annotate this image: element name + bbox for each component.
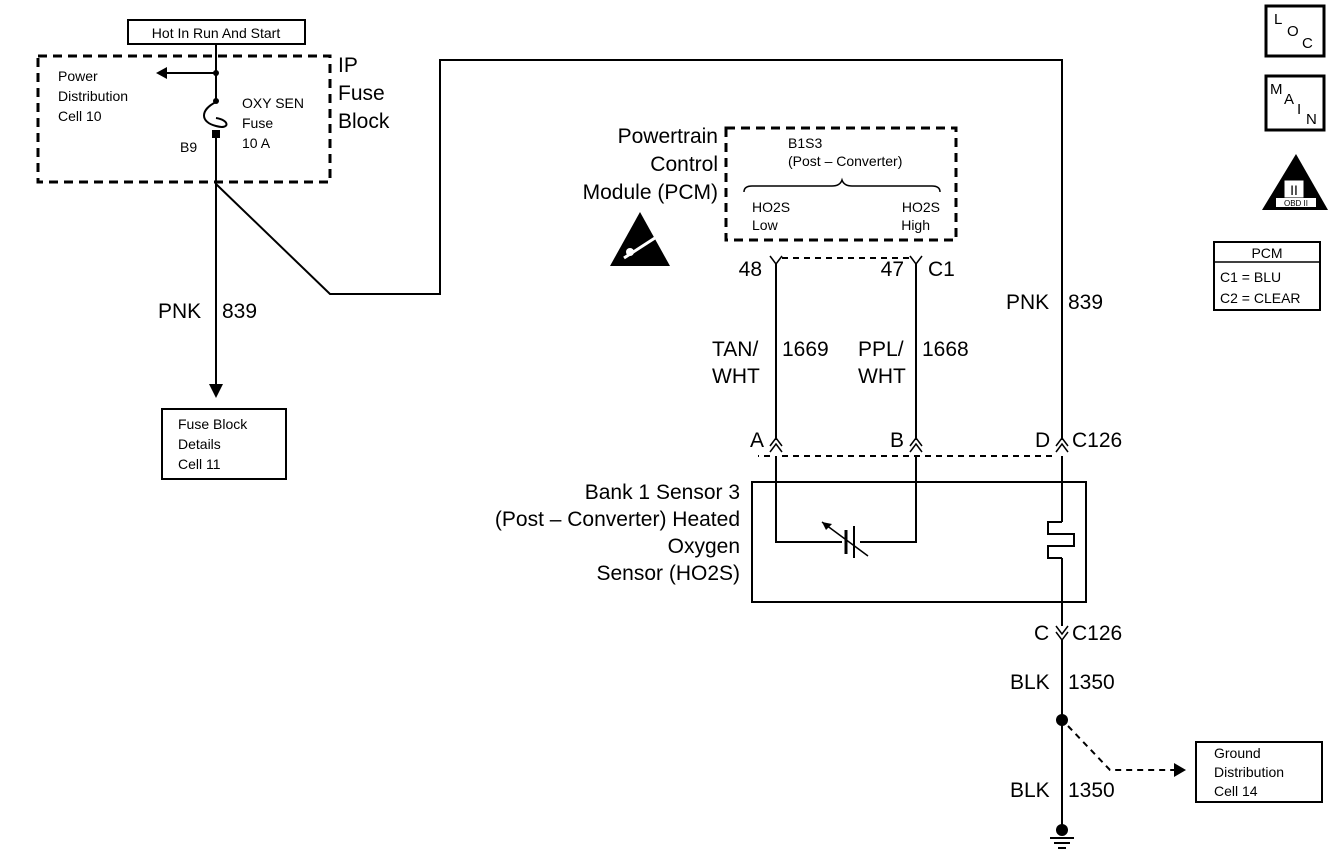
ground-icon [1050, 824, 1074, 849]
pin-47-label: 47 [881, 258, 904, 281]
esd-warning-icon [610, 212, 670, 266]
circuit-1350-label-2: 1350 [1068, 779, 1115, 802]
c126-bottom-connector [1055, 625, 1069, 642]
circuit-839-left-label: 839 [222, 300, 257, 323]
main-icon[interactable]: M A I N [1264, 74, 1326, 132]
blk-label-2: BLK [1010, 779, 1050, 802]
svg-text:Module (PCM): Module (PCM) [583, 181, 718, 204]
svg-text:Ground: Ground [1214, 745, 1261, 761]
svg-text:HO2S: HO2S [752, 199, 790, 215]
fuse-block-details-box: Fuse Block Details Cell 11 [161, 408, 287, 480]
circuit-839-right-label: 839 [1068, 291, 1103, 314]
connector-c126-top-label: C126 [1072, 429, 1122, 452]
ppl-label: PPL/ [858, 338, 904, 361]
svg-text:Details: Details [178, 436, 221, 452]
pcm-outline [724, 126, 958, 242]
blk-label-1: BLK [1010, 671, 1050, 694]
svg-text:Bank 1 Sensor 3: Bank 1 Sensor 3 [585, 481, 740, 504]
connector-c126-bottom-label: C126 [1072, 622, 1122, 645]
ground-distribution-branch [1067, 725, 1176, 771]
wht-label-2: WHT [858, 365, 906, 388]
svg-text:(Post – Converter): (Post – Converter) [788, 153, 902, 169]
circuit-1668-label: 1668 [922, 338, 969, 361]
power-distribution-arrow-icon [156, 67, 167, 79]
circuit-1669-label: 1669 [782, 338, 829, 361]
pin-a-label: A [750, 429, 764, 452]
svg-text:(Post – Converter) Heated: (Post – Converter) Heated [495, 508, 740, 531]
b9-label: B9 [180, 139, 197, 155]
power-distribution-label: Power Distribution Cell 10 [58, 68, 128, 124]
svg-text:Oxygen: Oxygen [668, 535, 740, 558]
c126-top-connector [758, 436, 1069, 457]
svg-text:Cell 14: Cell 14 [1214, 783, 1258, 799]
pin-47-terminal [909, 255, 923, 266]
obd-ii-icon[interactable]: II OBD II [1262, 154, 1328, 210]
svg-text:II: II [1290, 182, 1298, 198]
svg-text:10 A: 10 A [242, 135, 271, 151]
svg-text:Power: Power [58, 68, 98, 84]
sensor-label: Bank 1 Sensor 3 (Post – Converter) Heate… [495, 481, 740, 585]
ho2s-low-label: HO2S Low [752, 199, 790, 233]
svg-text:A: A [1284, 91, 1294, 108]
fuse-icon [203, 101, 228, 128]
b1s3-label: B1S3 (Post – Converter) [788, 135, 902, 169]
oxy-sen-fuse-label: OXY SEN Fuse 10 A [242, 95, 304, 151]
loc-icon[interactable]: L O C [1264, 4, 1326, 58]
svg-text:Cell 11: Cell 11 [178, 456, 221, 472]
hot-in-run-label-box: Hot In Run And Start [127, 19, 306, 45]
svg-text:Low: Low [752, 217, 779, 233]
svg-text:Fuse: Fuse [338, 82, 385, 105]
connector-c1-label: C1 [928, 258, 955, 281]
svg-text:OBD II: OBD II [1284, 199, 1308, 208]
svg-text:OXY SEN: OXY SEN [242, 95, 304, 111]
svg-text:Fuse Block: Fuse Block [178, 416, 248, 432]
svg-text:M: M [1270, 81, 1283, 98]
splice-icon [1056, 714, 1068, 726]
circuit-1350-label-1: 1350 [1068, 671, 1115, 694]
ho2s-high-label: HO2S High [901, 199, 940, 233]
pnk-right-label: PNK [1006, 291, 1049, 314]
oxygen-sensor-element-icon [821, 521, 869, 558]
pin-d-label: D [1035, 429, 1050, 452]
svg-text:Distribution: Distribution [1214, 764, 1284, 780]
pin-48-terminal [769, 255, 783, 266]
svg-text:High: High [901, 217, 930, 233]
pin-c-label: C [1034, 622, 1049, 645]
ground-distribution-arrow-icon [1174, 763, 1186, 777]
svg-text:N: N [1306, 111, 1317, 128]
svg-text:Control: Control [650, 153, 718, 176]
svg-text:HO2S: HO2S [902, 199, 940, 215]
svg-text:C2 = CLEAR: C2 = CLEAR [1220, 290, 1301, 306]
hot-in-run-label: Hot In Run And Start [152, 25, 281, 41]
fuse-block-details-arrow-icon [209, 384, 223, 398]
svg-text:Powertrain: Powertrain [618, 125, 718, 148]
heater-element-icon [1047, 521, 1075, 559]
svg-text:O: O [1287, 23, 1299, 40]
svg-text:Cell 10: Cell 10 [58, 108, 102, 124]
svg-text:C1 = BLU: C1 = BLU [1220, 269, 1281, 285]
svg-text:Fuse: Fuse [242, 115, 273, 131]
svg-text:L: L [1274, 11, 1282, 28]
tan-label: TAN/ [712, 338, 758, 361]
wht-label-1: WHT [712, 365, 760, 388]
svg-text:Sensor (HO2S): Sensor (HO2S) [596, 562, 740, 585]
pcm-connector-legend: PCM C1 = BLU C2 = CLEAR [1213, 241, 1321, 311]
pnk-left-label: PNK [158, 300, 201, 323]
pnk-839-feed-wire [215, 59, 1063, 440]
ground-distribution-box: Ground Distribution Cell 14 [1195, 741, 1323, 803]
svg-text:IP: IP [338, 54, 358, 77]
svg-text:I: I [1297, 101, 1301, 118]
svg-text:Distribution: Distribution [58, 88, 128, 104]
pin-b-label: B [890, 429, 904, 452]
ip-fuse-block-label: IP Fuse Block [338, 54, 390, 133]
svg-text:Block: Block [338, 110, 390, 133]
b1s3-brace [743, 177, 941, 193]
svg-text:C: C [1302, 35, 1313, 52]
svg-text:B1S3: B1S3 [788, 135, 822, 151]
pcm-label: Powertrain Control Module (PCM) [583, 125, 718, 204]
svg-text:PCM: PCM [1251, 245, 1282, 261]
pin-48-label: 48 [739, 258, 762, 281]
ip-fuse-block-outline [36, 54, 332, 184]
